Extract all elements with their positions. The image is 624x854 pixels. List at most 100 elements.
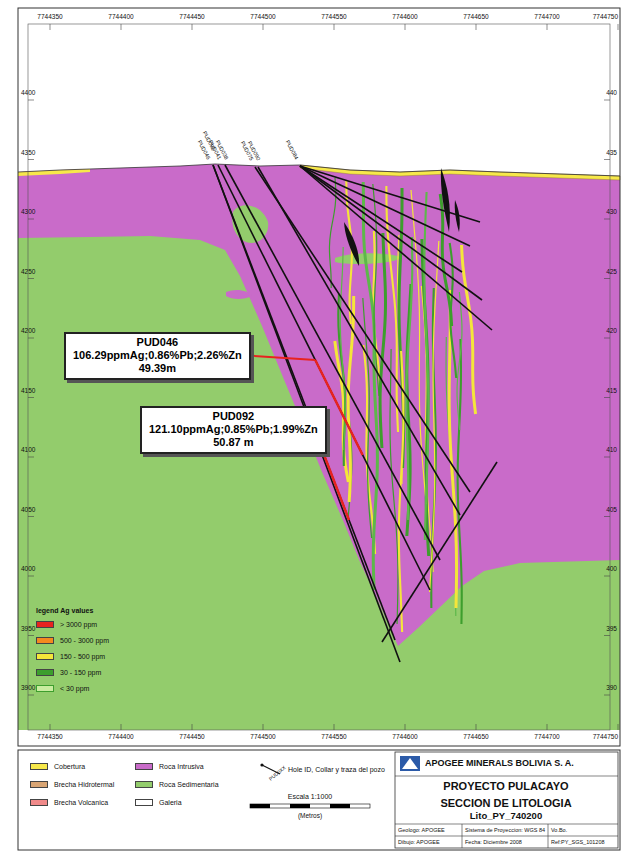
title-rule [548,824,549,848]
title-block [395,752,618,848]
scale-text: Escala 1:1000 [288,793,332,801]
black-lens [441,168,450,232]
legend-swatch [135,781,153,788]
easting-label: 7744550 [321,733,346,740]
tick [263,24,264,30]
tick [604,219,610,220]
elevation-label: 390 [606,684,617,691]
tick [28,159,34,160]
drillhole [258,167,460,515]
leader-line [252,356,316,360]
legend-text: Hole ID, Collar y traza del pozo [288,766,385,773]
elevation-label: 435 [606,149,617,156]
scale-bar-outline [250,804,370,808]
easting-label: 7744350 [37,13,62,20]
tick [28,278,34,279]
assay-callout: PUD092121.10ppmAg;0.85%Pb;1.99%Zn50.87 m [140,406,327,454]
legend-swatch [36,669,54,676]
easting-label: 7744550 [321,13,346,20]
drillhole [300,166,482,300]
vein [462,245,476,414]
logo-block [400,756,420,771]
legend-swatch [135,763,153,770]
plot-frame [28,24,610,730]
legend-entry: 500 - 3000 ppm [36,637,109,644]
title-field: Sistema de Proyeccion: WGS 84 [465,827,545,833]
legend-entry: Brecha Hidrotermal [30,781,114,788]
elevation-label: 415 [606,387,617,394]
assay-callout: PUD046106.29ppmAg;0.86%Pb;2.26%Zn49.39m [64,332,251,380]
tick [28,338,34,339]
tick [604,576,610,577]
elevation-label: 410 [606,446,617,453]
legend-text: < 30 ppm [60,685,89,692]
elevation-label: 4250 [21,268,35,275]
legend-swatch [36,653,54,660]
intrusive-apophysis [226,290,252,299]
project-name: PROYECTO PULACAYO [443,780,568,792]
tick [476,24,477,30]
scale-bar [250,804,370,808]
tick [618,724,619,730]
title-field: Geologo: APOGEE [398,827,445,833]
company-name: APOGEE MINERALS BOLIVIA S. A. [425,759,574,769]
vein [430,241,439,592]
title-rule [395,836,618,837]
legend-text: 150 - 500 ppm [60,653,105,660]
tick [28,516,34,517]
drillhole [300,166,462,272]
vein [406,237,412,520]
tick [334,24,335,30]
tick [405,724,406,730]
tick [28,397,34,398]
legend-text: Roca Intrusiva [159,763,204,770]
legend-text: Brecha Hidrotermal [54,781,114,788]
tick [618,24,619,30]
easting-label: 7744450 [179,13,204,20]
sedimentary-lens [335,253,402,264]
scale-unit: (Metros) [298,812,322,819]
cover-deposit [300,165,620,180]
collar-sample [260,763,263,766]
vein [390,349,398,624]
vein [424,192,428,540]
legend-text: Brecha Volcanica [54,799,108,806]
legend-text: > 3000 ppm [60,621,97,628]
easting-label: 7744600 [392,13,417,20]
elevation-label: 420 [606,327,617,334]
hole-symbol [258,763,284,775]
legend-entry: Hole ID, Collar y traza del pozo [258,763,385,775]
legend-panel [18,750,620,850]
tick [604,159,610,160]
tick [547,724,548,730]
title-rule [462,824,463,848]
scale-bar-segment [290,804,310,808]
drillhole [300,166,480,222]
elevation-label: 3950 [21,625,35,632]
intrusive-rock [18,164,620,730]
vein [373,347,377,590]
title-field: Ref:PY_SGS_101208 [551,839,605,845]
tick [192,724,193,730]
easting-label: 7744650 [463,733,488,740]
tick [28,695,34,696]
drillhole [300,166,470,246]
callout-text: PUD046 [73,336,242,349]
easting-label: 7744400 [108,13,133,20]
tick [121,724,122,730]
tick [604,635,610,636]
elevation-label: 4050 [21,506,35,513]
legend-entry: Roca Intrusiva [135,763,204,770]
black-lens [344,222,359,266]
elevation-label: 395 [606,625,617,632]
elevation-label: 400 [606,565,617,572]
tick [604,338,610,339]
tick [604,695,610,696]
section-title: SECCION DE LITOLOGIA [440,797,571,809]
easting-label: 7744700 [534,733,559,740]
grid-ticks [28,24,618,730]
legend-entry: Brecha Volcanica [30,799,108,806]
drillhole [213,165,395,640]
tick [604,516,610,517]
